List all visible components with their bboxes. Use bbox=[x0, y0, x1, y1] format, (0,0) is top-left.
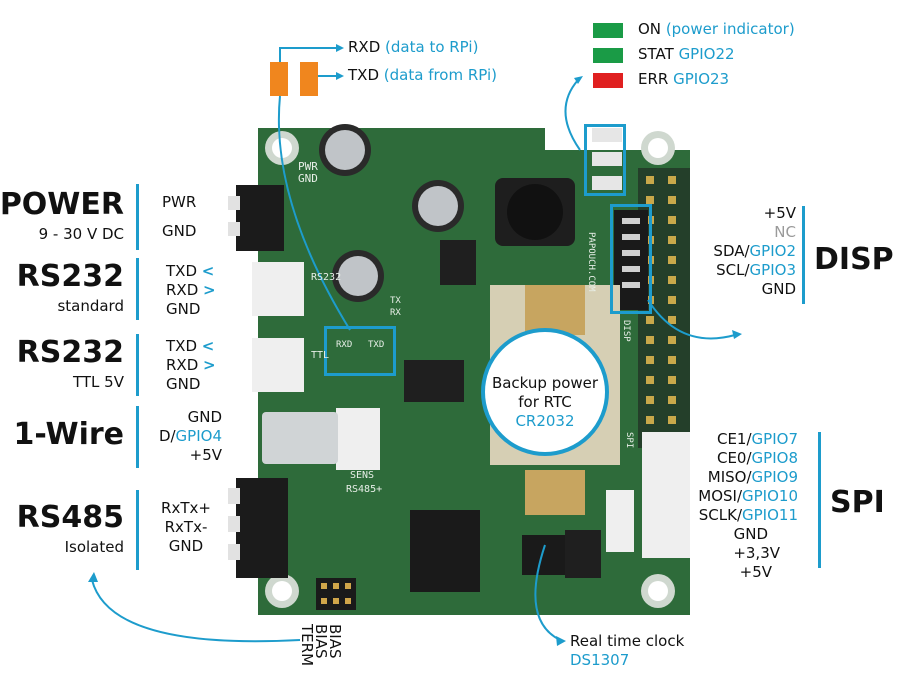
stat-led-label: STAT GPIO22 bbox=[638, 45, 735, 63]
rs485-pins: RxTx+ RxTx- GND bbox=[161, 499, 211, 555]
err-led-swatch bbox=[593, 73, 623, 88]
silk-disp: DISP bbox=[621, 320, 631, 342]
disp-highlight-box bbox=[610, 204, 652, 314]
txd-label: TXD (data from RPi) bbox=[348, 66, 498, 84]
backup-callout-circle bbox=[481, 328, 609, 456]
led-highlight-box bbox=[584, 124, 626, 196]
rs232-standard-subtitle: standard bbox=[57, 297, 124, 315]
disp-divider bbox=[802, 206, 805, 304]
rxd-label: RXD (data to RPi) bbox=[348, 38, 479, 56]
power-subtitle: 9 - 30 V DC bbox=[38, 225, 124, 243]
rs232-ttl-title: RS232 bbox=[16, 335, 124, 370]
on-led-swatch bbox=[593, 23, 623, 38]
onewire-pins: GND D/GPIO4 +5V bbox=[158, 408, 222, 464]
rs232-ttl-divider bbox=[136, 334, 139, 396]
silk-ttl: TTL bbox=[311, 350, 330, 361]
jumper-header bbox=[316, 578, 356, 610]
led-curve bbox=[564, 79, 581, 151]
rs232-standard-title: RS232 bbox=[16, 259, 124, 294]
disp-pins: +5V NC SDA/GPIO2 SCL/GPIO3 GND bbox=[713, 204, 796, 298]
stat-led-swatch bbox=[593, 48, 623, 63]
rs232-standard-pins: TXD < RXD > GND bbox=[166, 262, 216, 318]
silk-rs232: RS232 bbox=[311, 272, 342, 283]
rtc-chip bbox=[522, 535, 568, 575]
onewire-connector bbox=[336, 408, 380, 470]
silk-sens: SENS bbox=[350, 470, 375, 481]
power-divider bbox=[136, 184, 139, 250]
silk-txd: TXD bbox=[368, 340, 385, 350]
silk-pwr: PWR bbox=[298, 160, 318, 173]
spi-title: SPI bbox=[830, 485, 885, 520]
rs232-ttl-connector bbox=[252, 338, 304, 392]
spi-connector bbox=[642, 432, 690, 558]
disp-title: DISP bbox=[814, 242, 894, 277]
silk-gnd: GND bbox=[298, 172, 318, 185]
rs232-standard-divider bbox=[136, 258, 139, 320]
power-pin-pwr: PWR bbox=[162, 193, 197, 211]
silk-tx: TX bbox=[390, 296, 401, 306]
rs485-chip bbox=[410, 510, 480, 592]
spi-pins: CE1/GPIO7 CE0/GPIO8 MISO/GPIO9 MOSI/GPIO… bbox=[698, 430, 798, 581]
err-led-label: ERR GPIO23 bbox=[638, 70, 730, 88]
backup-power-label: Backup power for RTC CR2032 bbox=[491, 374, 599, 430]
silk-brand: PAPOUCH.COM bbox=[586, 232, 596, 292]
rs485-connector bbox=[236, 478, 288, 578]
tx-led-icon bbox=[300, 62, 318, 96]
crystal bbox=[262, 412, 338, 464]
silk-rx: RX bbox=[390, 308, 401, 318]
spi-divider bbox=[818, 432, 821, 568]
rs485-curve bbox=[91, 579, 301, 643]
rs485-subtitle: Isolated bbox=[64, 538, 124, 556]
rs232-standard-connector bbox=[252, 262, 304, 316]
ic-chip bbox=[440, 240, 476, 285]
ic-chip bbox=[565, 530, 601, 578]
silk-rxd: RXD bbox=[336, 340, 353, 350]
onewire-title: 1-Wire bbox=[13, 417, 125, 452]
rs485-divider bbox=[136, 490, 139, 570]
disp-curve bbox=[647, 299, 736, 340]
jumper-labels: BIAS BIAS TERM bbox=[298, 624, 344, 667]
rxtx-highlight-box bbox=[324, 326, 396, 376]
rx-led-icon bbox=[270, 62, 288, 96]
power-pin-gnd: GND bbox=[162, 222, 197, 240]
rxd-leader-line bbox=[279, 47, 340, 62]
rs232-ttl-subtitle: TTL 5V bbox=[73, 373, 124, 391]
rxtx-curve bbox=[277, 95, 351, 331]
power-connector bbox=[236, 185, 284, 251]
silk-spi: SPI bbox=[624, 432, 634, 449]
rtc-curve bbox=[534, 544, 561, 641]
rtc-label: Real time clock DS1307 bbox=[570, 632, 685, 669]
on-led-label: ON (power indicator) bbox=[638, 20, 795, 38]
ic-chip bbox=[404, 360, 464, 402]
onewire-divider bbox=[136, 406, 139, 468]
silk-rs485: RS485+ bbox=[346, 484, 383, 495]
power-title: POWER bbox=[0, 187, 124, 222]
rs485-title: RS485 bbox=[16, 500, 124, 535]
rs232-ttl-pins: TXD < RXD > GND bbox=[166, 337, 216, 393]
